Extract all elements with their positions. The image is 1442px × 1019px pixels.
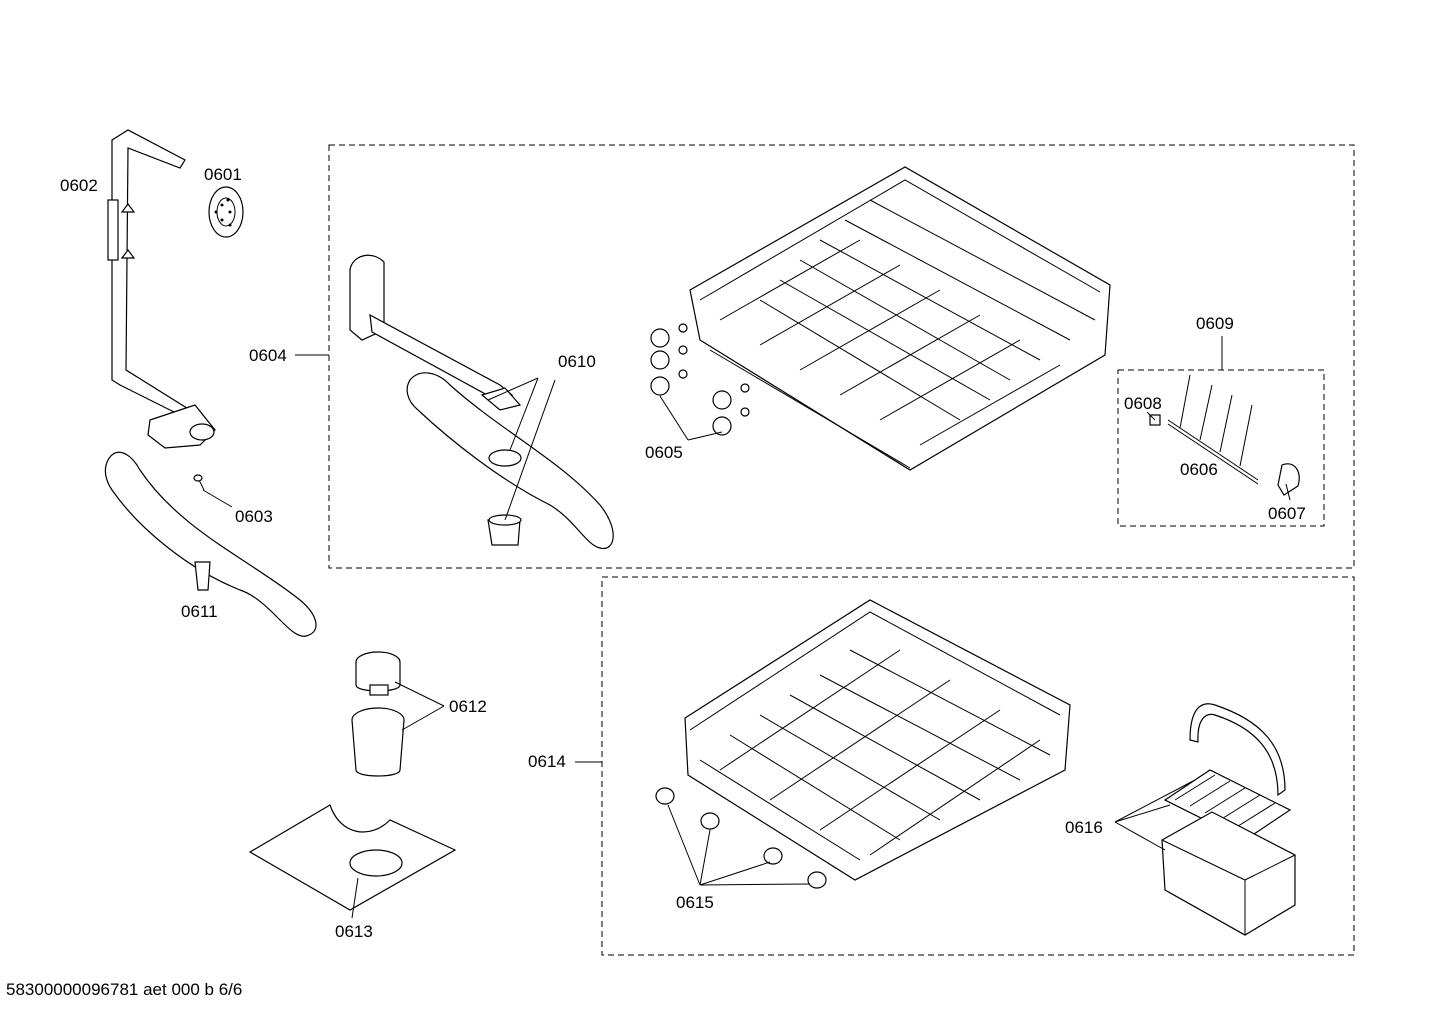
label-0607: 0607: [1268, 504, 1306, 523]
filter-disc-drawing: [208, 186, 244, 238]
upper-rack-group-box: [328, 144, 1355, 569]
lower-spray-arm-drawing: [104, 451, 317, 637]
micro-filter-drawing: [351, 651, 405, 777]
label-0606: 0606: [1180, 460, 1218, 479]
label-0611: 0611: [181, 602, 218, 621]
label-0605: 0605: [645, 443, 683, 462]
label-0615: 0615: [676, 893, 714, 912]
upper-rack-wheels-drawing: [650, 323, 750, 436]
cutlery-basket-drawing: [1161, 703, 1296, 936]
label-0612: 0612: [449, 697, 487, 716]
lower-rack-drawing: [684, 599, 1071, 881]
upper-spray-pipe-drawing: [349, 254, 522, 411]
label-0610: 0610: [558, 352, 596, 371]
rack-accessory-group-box: [1117, 369, 1325, 527]
drawing-reference: 58300000096781 aet 000 b 6/6: [6, 980, 243, 999]
supply-pipe-drawing: [107, 129, 216, 449]
label-0604: 0604: [249, 346, 287, 365]
label-0602: 0602: [60, 176, 98, 195]
filter-plate-drawing: [248, 804, 457, 911]
label-0608: 0608: [1124, 394, 1162, 413]
screw-drawing: [193, 474, 205, 491]
folding-tines-drawing: [1149, 374, 1300, 496]
label-0614: 0614: [528, 752, 566, 771]
label-0613: 0613: [335, 922, 373, 941]
upper-rack-drawing: [689, 166, 1111, 471]
lower-rack-group-box: [601, 576, 1355, 956]
label-0601: 0601: [204, 165, 242, 184]
lower-rack-wheels-drawing: [655, 787, 827, 889]
label-0616: 0616: [1065, 818, 1103, 837]
leader-lines: [202, 336, 1291, 919]
label-0609: 0609: [1196, 314, 1234, 333]
label-0603: 0603: [235, 507, 273, 526]
